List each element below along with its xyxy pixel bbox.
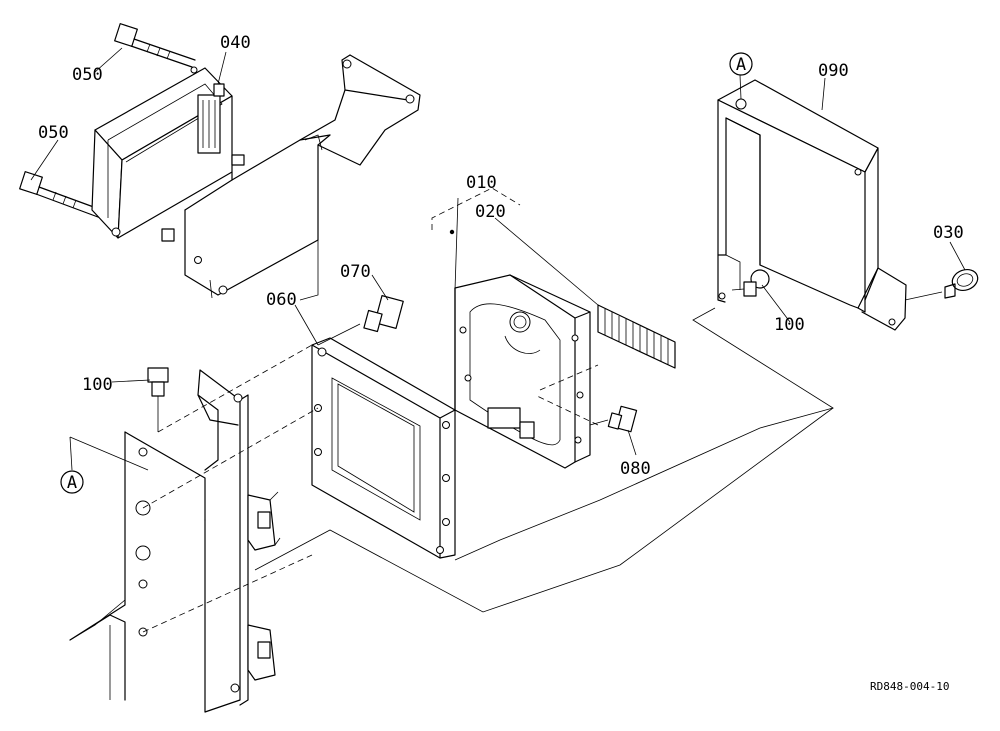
cover-090 (717, 79, 907, 331)
bolt-100-left (147, 367, 169, 432)
ref-a-upper: A (729, 52, 753, 76)
callout-100-left: 100 (82, 375, 113, 395)
mounting-bracket-upper (161, 54, 421, 301)
clamp-030 (904, 269, 979, 301)
callout-050-upper: 050 (72, 65, 103, 85)
callout-060: 060 (266, 290, 297, 310)
bolt-050-lower (19, 171, 111, 221)
frame-bracket-lower (69, 369, 281, 713)
ref-a-upper-label: A (736, 55, 746, 75)
bolt-100-right (731, 269, 770, 297)
callout-040: 040 (220, 33, 251, 53)
callout-080: 080 (620, 459, 651, 479)
bolt-050-upper (114, 23, 196, 68)
plate-060 (311, 337, 456, 559)
case-040 (91, 66, 233, 239)
assembly-lines (69, 187, 834, 633)
nut-080 (589, 405, 638, 433)
controller-unit-010 (454, 274, 591, 469)
callout-030: 030 (933, 223, 964, 243)
callout-050-lower: 050 (38, 123, 69, 143)
label-020 (597, 304, 676, 369)
callout-090: 090 (818, 61, 849, 81)
callout-leaders (30, 47, 966, 471)
callout-010: 010 (466, 173, 497, 193)
ref-a-lower-label: A (67, 473, 77, 493)
callout-020: 020 (475, 202, 506, 222)
callout-100-right: 100 (774, 315, 805, 335)
ref-a-lower: A (60, 470, 84, 494)
drawing-code: RD848-004-10 (870, 680, 949, 693)
callout-070: 070 (340, 262, 371, 282)
nut-070 (317, 295, 404, 346)
